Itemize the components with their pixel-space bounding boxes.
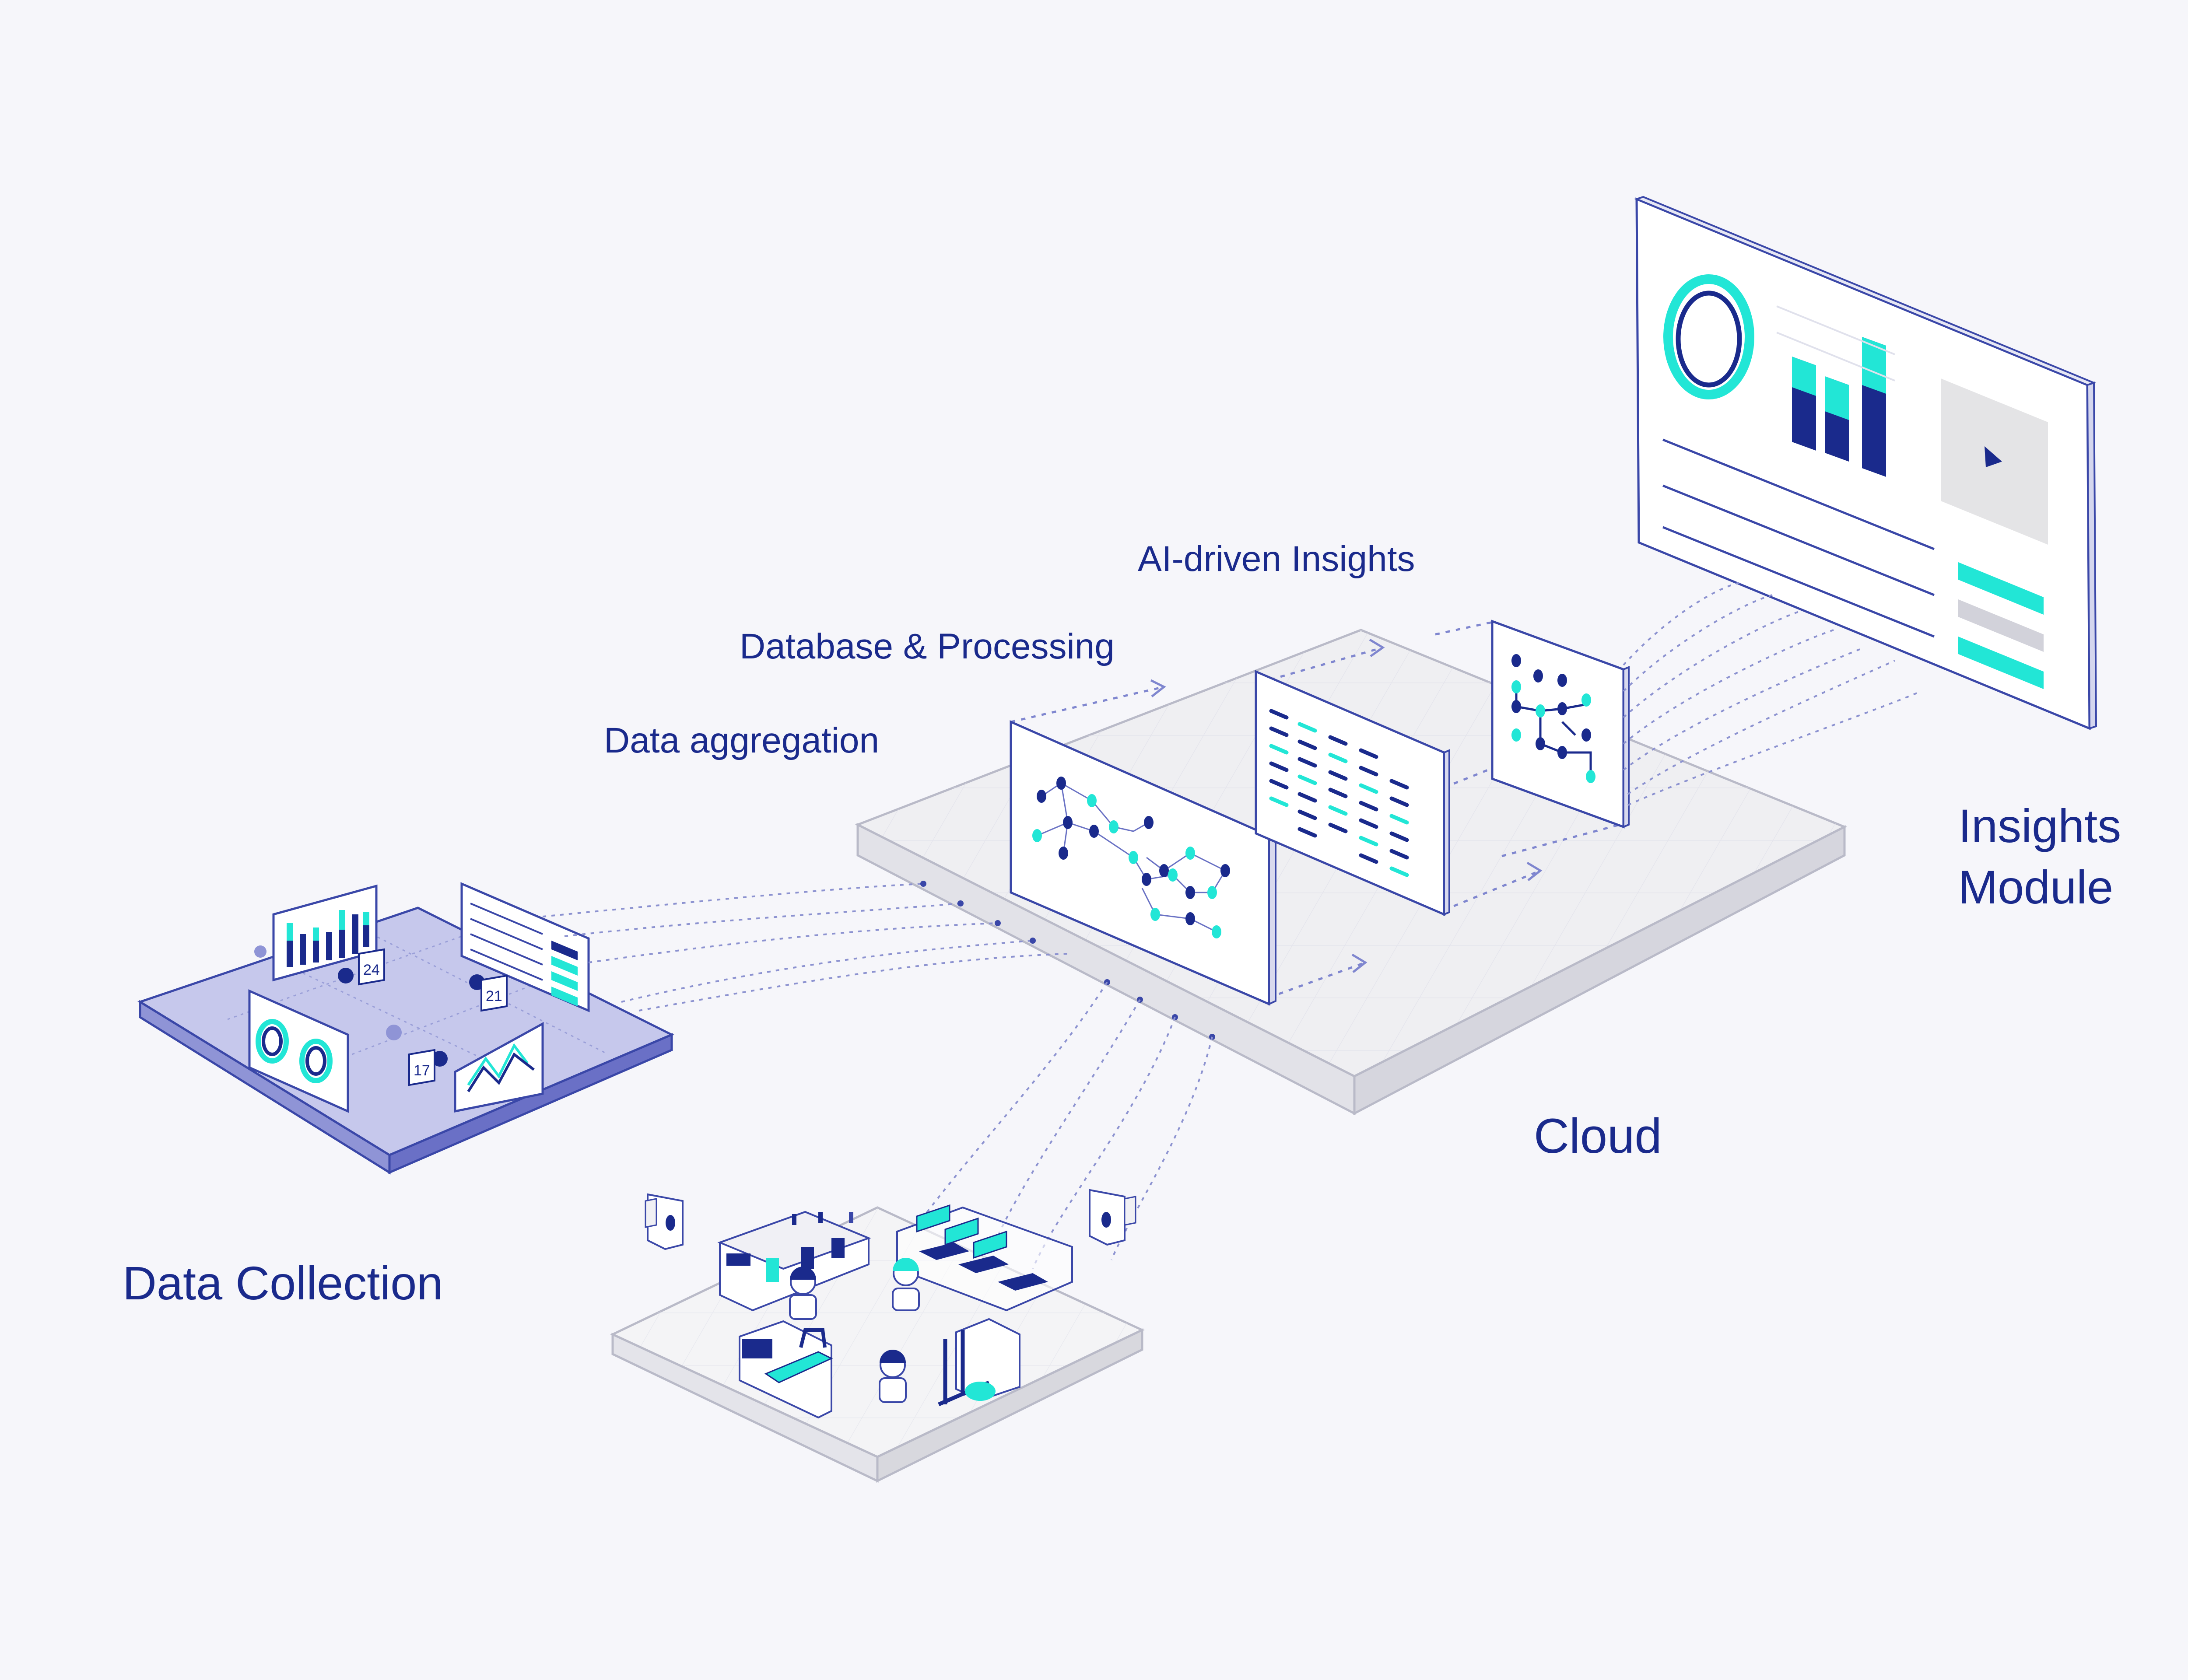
robot-arm-icon <box>739 1320 833 1419</box>
label-insights-module-line2: Module <box>1958 861 2113 914</box>
shelf-with-boxes <box>896 1204 1073 1312</box>
cloud-flow-arrows <box>1010 620 1628 999</box>
aggregation-panel <box>1010 720 1276 1006</box>
screen-links <box>1623 581 1922 806</box>
donut-chart-icon <box>1663 274 1754 399</box>
line-chart-icon <box>467 1043 535 1092</box>
donut-chart-icon <box>256 1019 333 1083</box>
insights-text-lines <box>1662 438 1935 638</box>
ai-insights-panel <box>1491 620 1630 829</box>
video-thumbnail[interactable] <box>1941 378 2048 545</box>
insights-module-screen <box>1634 196 2097 730</box>
collection-line-panel <box>454 1022 544 1113</box>
factory-links <box>901 981 1213 1269</box>
insights-status-bars <box>1958 562 2044 689</box>
play-icon <box>1985 446 2002 467</box>
machine-icon <box>717 1211 871 1312</box>
camera-icon <box>1089 1189 1136 1246</box>
readout-tag: 24 <box>358 948 385 986</box>
readout-tag: 21 <box>480 974 508 1012</box>
label-data-collection: Data Collection <box>123 1256 443 1309</box>
readout-tag: 17 <box>408 1049 435 1086</box>
camera-icon <box>645 1193 684 1250</box>
worker-icon <box>879 1350 907 1403</box>
label-database-processing: Database & Processing <box>740 626 1115 666</box>
collection-donut-panel <box>248 989 349 1113</box>
label-insights-module-line1: Insights <box>1958 799 2121 852</box>
worker-icon <box>789 1267 817 1320</box>
readout-value: 17 <box>414 1062 430 1079</box>
collection-list-panel <box>460 882 590 1012</box>
network-nodes <box>1032 777 1230 938</box>
readout-tags: 24 21 17 <box>358 948 508 1086</box>
database-rows <box>1269 709 1409 877</box>
label-data-aggregation: Data aggregation <box>604 721 879 760</box>
bar-chart-icon <box>1776 305 1895 477</box>
worker-icon <box>892 1258 920 1311</box>
database-panel <box>1255 670 1450 916</box>
readout-value: 24 <box>363 962 380 978</box>
label-cloud: Cloud <box>1534 1109 1662 1163</box>
cloud-flow-arrowheads <box>1150 638 1543 973</box>
readout-value: 21 <box>486 988 502 1004</box>
bar-chart-icon <box>287 910 369 967</box>
label-ai-driven-insights: AI-driven Insights <box>1138 539 1415 579</box>
collection-platform <box>137 906 674 1175</box>
forklift-icon <box>938 1318 1020 1407</box>
collection-links <box>542 883 1068 1012</box>
ai-graph-nodes <box>1511 654 1595 783</box>
